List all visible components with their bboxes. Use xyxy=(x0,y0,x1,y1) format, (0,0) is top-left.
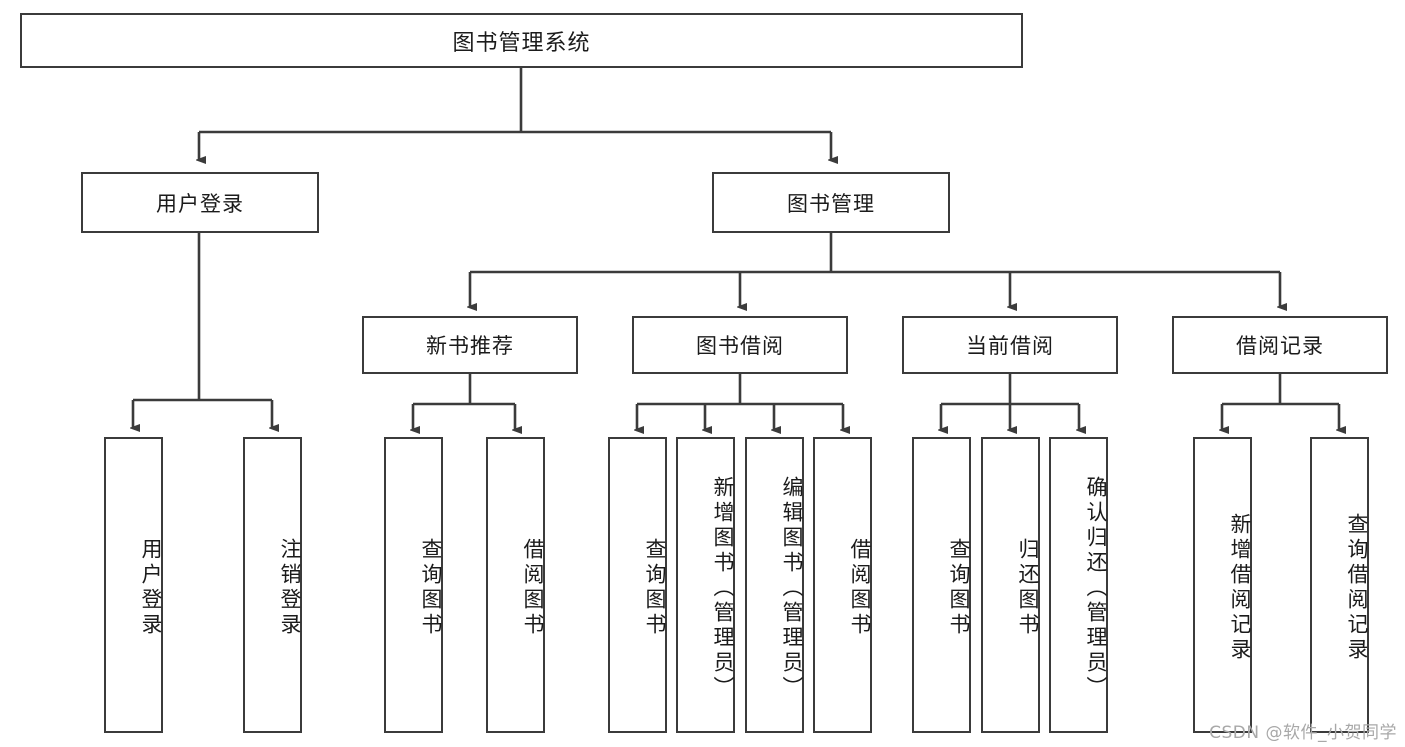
node-label: 借阅图书 xyxy=(848,538,872,638)
node-leaf-query-borrow-record[interactable]: 查询借阅记录 xyxy=(1310,437,1369,733)
node-label: 借阅图书 xyxy=(521,538,545,638)
node-label: 图书借阅 xyxy=(696,334,784,358)
node-user-login[interactable]: 用户登录 xyxy=(81,172,319,233)
csdn-watermark: CSDN @软件_小贺同学 xyxy=(1209,723,1397,743)
node-label: 注销登录 xyxy=(278,538,302,638)
node-current-borrow[interactable]: 当前借阅 xyxy=(902,316,1118,374)
node-leaf-edit-book-admin[interactable]: 编辑图书（管理员） xyxy=(745,437,804,733)
node-book-borrow[interactable]: 图书借阅 xyxy=(632,316,848,374)
node-leaf-query-book-current[interactable]: 查询图书 xyxy=(912,437,971,733)
node-label: 图书管理 xyxy=(787,191,875,216)
node-root-book-management-system[interactable]: 图书管理系统 xyxy=(20,13,1023,68)
node-leaf-user-login[interactable]: 用户登录 xyxy=(104,437,163,733)
node-label: 归还图书 xyxy=(1016,538,1040,638)
node-label: 新增图书（管理员） xyxy=(711,475,735,701)
node-leaf-query-book-borrow[interactable]: 查询图书 xyxy=(608,437,667,733)
node-borrow-record[interactable]: 借阅记录 xyxy=(1172,316,1388,374)
node-book-management[interactable]: 图书管理 xyxy=(712,172,950,233)
node-leaf-query-book-recommend[interactable]: 查询图书 xyxy=(384,437,443,733)
node-label: 查询图书 xyxy=(643,538,667,638)
node-leaf-return-book[interactable]: 归还图书 xyxy=(981,437,1040,733)
node-leaf-borrow-book[interactable]: 借阅图书 xyxy=(813,437,872,733)
node-label: 查询图书 xyxy=(419,538,443,638)
node-new-book-recommend[interactable]: 新书推荐 xyxy=(362,316,578,374)
node-leaf-add-borrow-record[interactable]: 新增借阅记录 xyxy=(1193,437,1252,733)
node-label: 用户登录 xyxy=(139,538,163,638)
node-leaf-add-book-admin[interactable]: 新增图书（管理员） xyxy=(676,437,735,733)
node-leaf-logout[interactable]: 注销登录 xyxy=(243,437,302,733)
node-leaf-borrow-book-recommend[interactable]: 借阅图书 xyxy=(486,437,545,733)
node-label: 新增借阅记录 xyxy=(1228,513,1252,663)
node-label: 用户登录 xyxy=(156,191,244,216)
node-leaf-confirm-return-admin[interactable]: 确认归还（管理员） xyxy=(1049,437,1108,733)
node-label: 新书推荐 xyxy=(426,334,514,358)
node-label: 查询借阅记录 xyxy=(1345,513,1369,663)
node-label: 编辑图书（管理员） xyxy=(780,475,804,701)
node-label: 当前借阅 xyxy=(966,334,1054,358)
node-label: 借阅记录 xyxy=(1236,334,1324,358)
node-label: 确认归还（管理员） xyxy=(1084,475,1108,701)
node-label: 查询图书 xyxy=(947,538,971,638)
node-label: 图书管理系统 xyxy=(452,30,591,56)
